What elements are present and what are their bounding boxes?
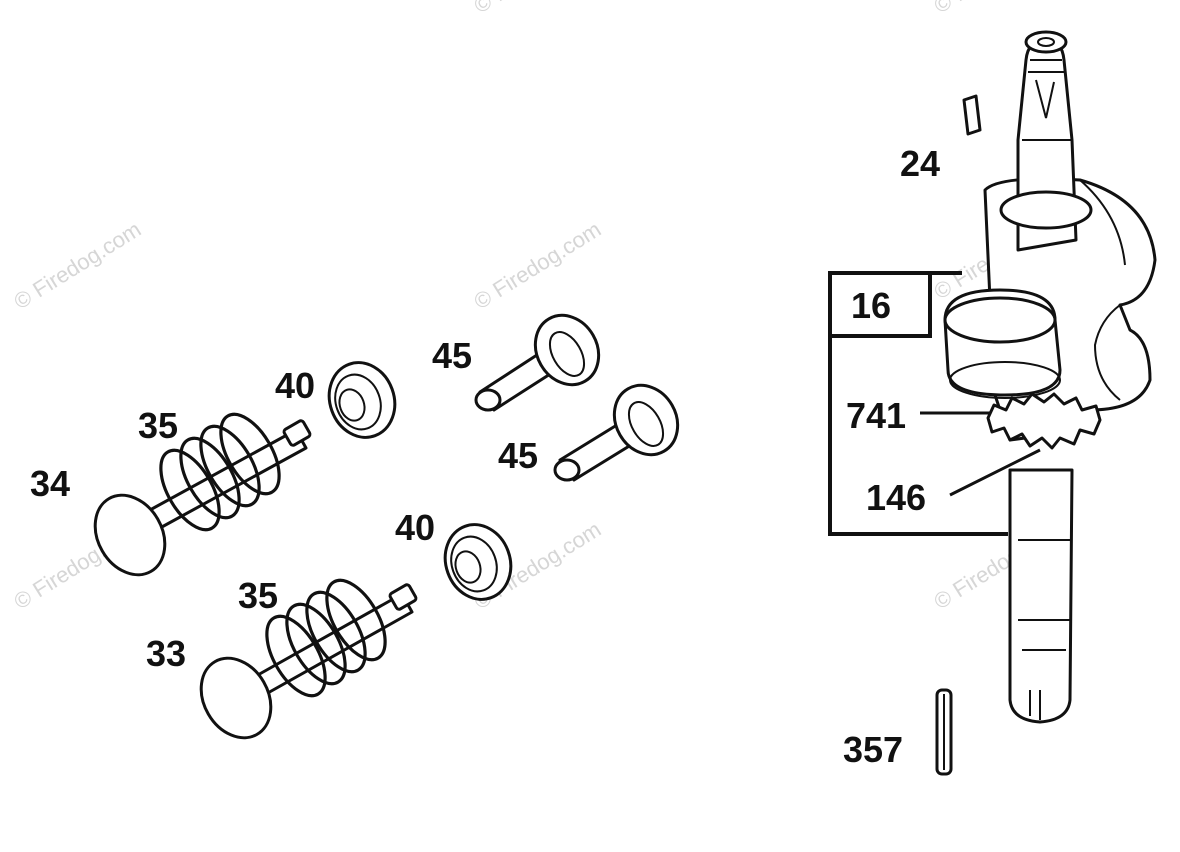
watermark: © Firedog.com [9,216,145,314]
retainer-40-lower[interactable] [435,515,521,608]
callout-40-upper: 40 [275,365,315,406]
callout-24: 24 [900,143,940,184]
callout-146: 146 [866,477,926,518]
callout-34: 34 [30,463,70,504]
callout-357: 357 [843,729,903,770]
retainer-40-upper[interactable] [319,353,405,446]
valve-34[interactable] [81,419,312,588]
spring-35-lower[interactable] [255,571,397,705]
callout-16: 16 [851,285,891,326]
callout-35-upper: 35 [138,405,178,446]
pin-357[interactable] [935,688,953,776]
watermark: © Firedog.com [469,216,605,314]
watermark: © Firedog.com [469,0,605,18]
watermark: © Firedog.com [929,0,1065,18]
spring-35-upper[interactable] [149,405,291,539]
callout-33: 33 [146,633,186,674]
callout-35-lower: 35 [238,575,278,616]
crankshaft[interactable] [943,30,1157,724]
valve-33[interactable] [187,583,418,751]
key-24[interactable] [962,94,982,136]
tappet-45-upper[interactable] [474,304,611,412]
gear-icon [986,392,1102,450]
callout-40-lower: 40 [395,507,435,548]
leader-146 [949,448,1041,497]
callout-45-upper: 45 [432,335,472,376]
callout-741: 741 [846,395,906,436]
tappet-45-lower[interactable] [553,374,690,482]
kit-box-16 [828,271,1008,536]
callout-45-lower: 45 [498,435,538,476]
